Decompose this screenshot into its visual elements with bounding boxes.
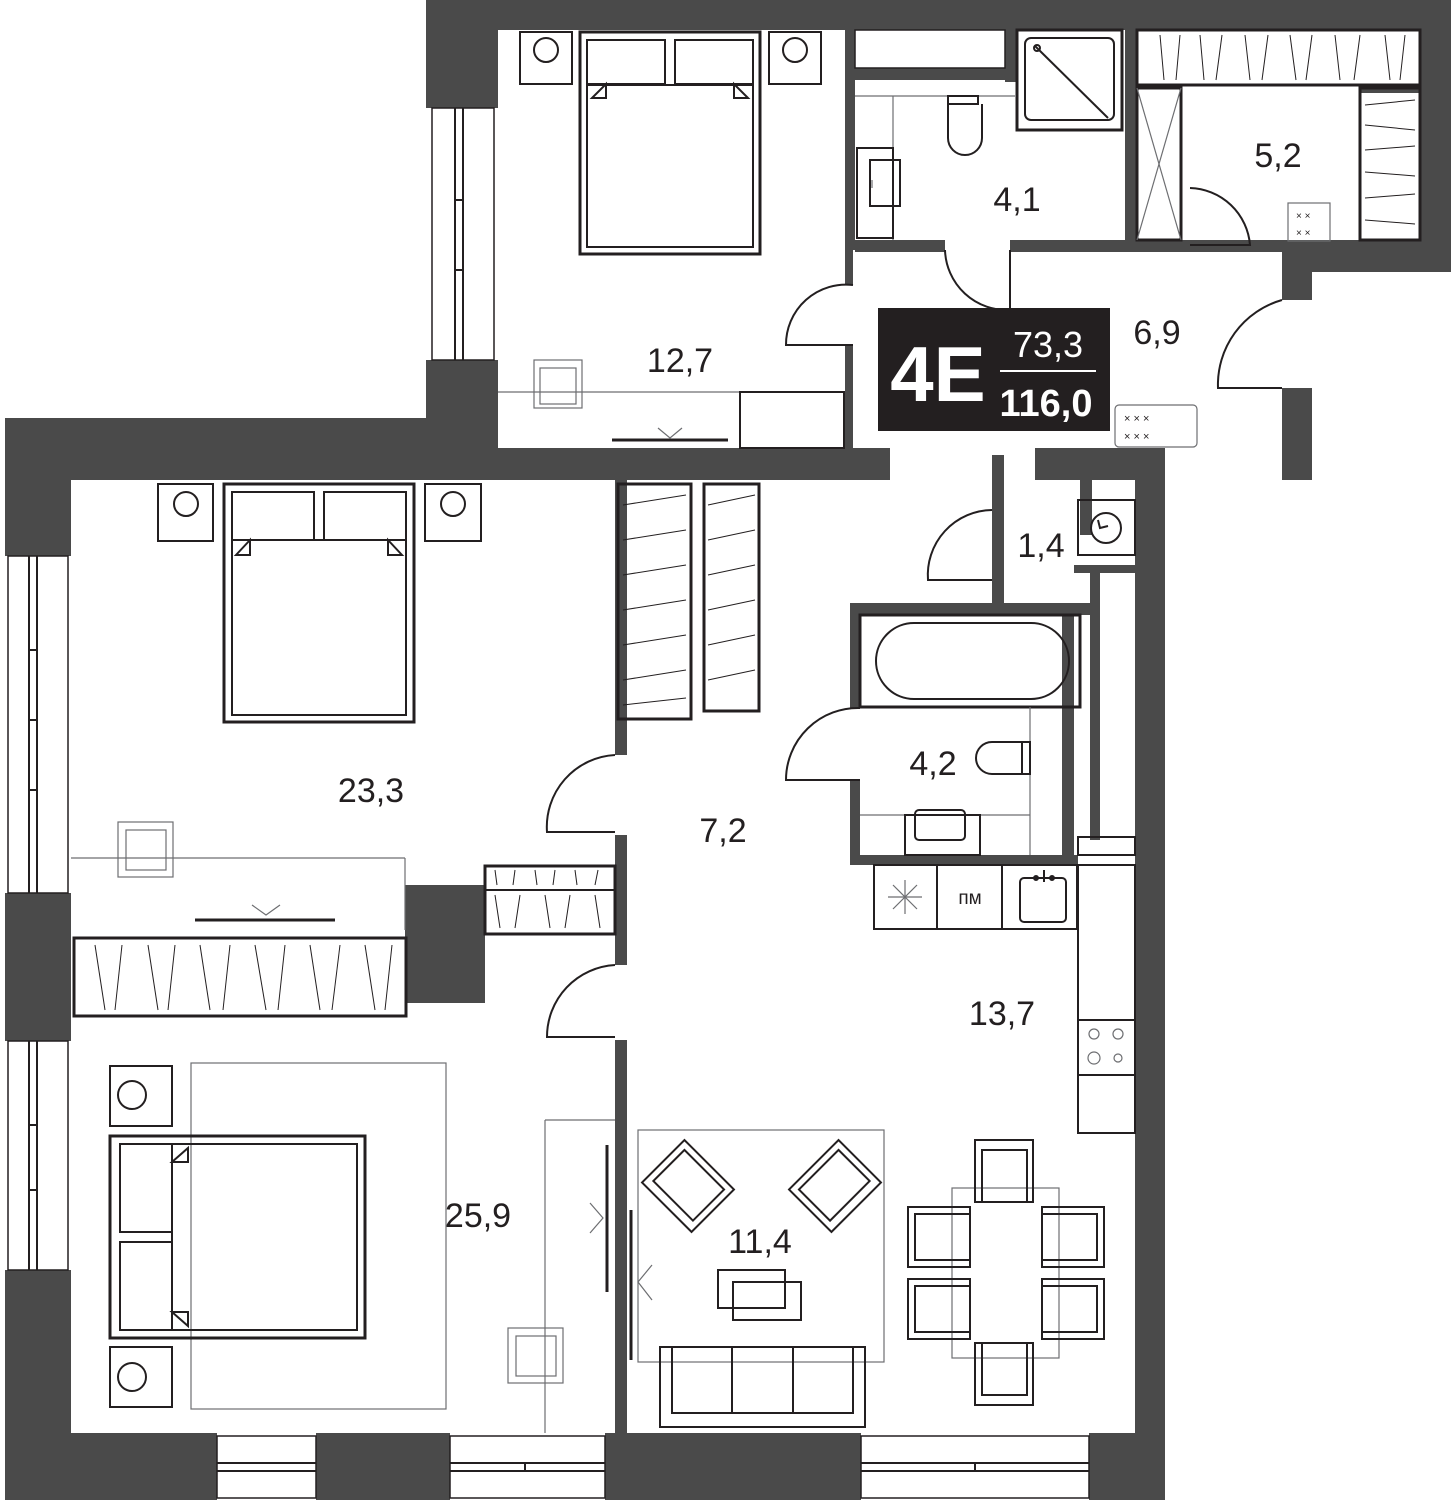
- svg-text:× × ×: × × ×: [1124, 431, 1149, 443]
- doors: [545, 187, 1283, 1038]
- svg-text:× ×: × ×: [1296, 211, 1311, 222]
- room-area-dressing: 5,2: [1254, 137, 1301, 175]
- bedroom-bottom-furniture: [108, 1062, 615, 1433]
- room-area-bathroom: 4,2: [909, 745, 956, 783]
- living-furniture: [629, 1129, 1105, 1428]
- room-area-living: 11,4: [728, 1223, 792, 1261]
- living-area: 73,3: [1013, 324, 1083, 365]
- room-area-bedroom-middle: 23,3: [338, 772, 404, 810]
- apartment-code: 4E: [890, 330, 985, 418]
- room-area-bedroom-bottom: 25,9: [445, 1197, 511, 1235]
- svg-text:× ×: × ×: [1296, 228, 1311, 239]
- walls: [5, 0, 1451, 1500]
- bedroom-middle-furniture: [71, 482, 761, 1018]
- total-area: 116,0: [1000, 383, 1093, 425]
- room-area-wc: 4,1: [993, 181, 1040, 219]
- room-area-corridor: 7,2: [699, 812, 746, 850]
- windows: [7, 29, 1090, 1499]
- room-area-kitchen: 13,7: [969, 995, 1035, 1033]
- kitchen-counter: [1077, 836, 1136, 1134]
- room-area-laundry: 1,4: [1017, 527, 1064, 565]
- apartment-badge: 4E 73,3 116,0: [878, 308, 1110, 431]
- room-labels: 12,7 4,1 5,2 6,9 1,4 4,2 23,3 7,2 13,7 2…: [338, 137, 1302, 1261]
- dressing-fixtures: × × × ×: [1135, 28, 1422, 242]
- kitchen-utility-row: пм: [873, 864, 1078, 930]
- riser-label: пм: [958, 888, 981, 909]
- hall-top-fixtures: × × × × × ×: [1114, 404, 1198, 448]
- wc-fixtures: [855, 28, 1124, 240]
- bathroom-fixtures: [858, 613, 1082, 856]
- room-area-hall-top: 6,9: [1133, 314, 1180, 352]
- svg-text:× × ×: × × ×: [1124, 413, 1149, 425]
- bedroom-top-furniture: [498, 30, 845, 449]
- laundry-fixtures: [1077, 499, 1136, 556]
- room-area-bedroom-top: 12,7: [647, 342, 713, 380]
